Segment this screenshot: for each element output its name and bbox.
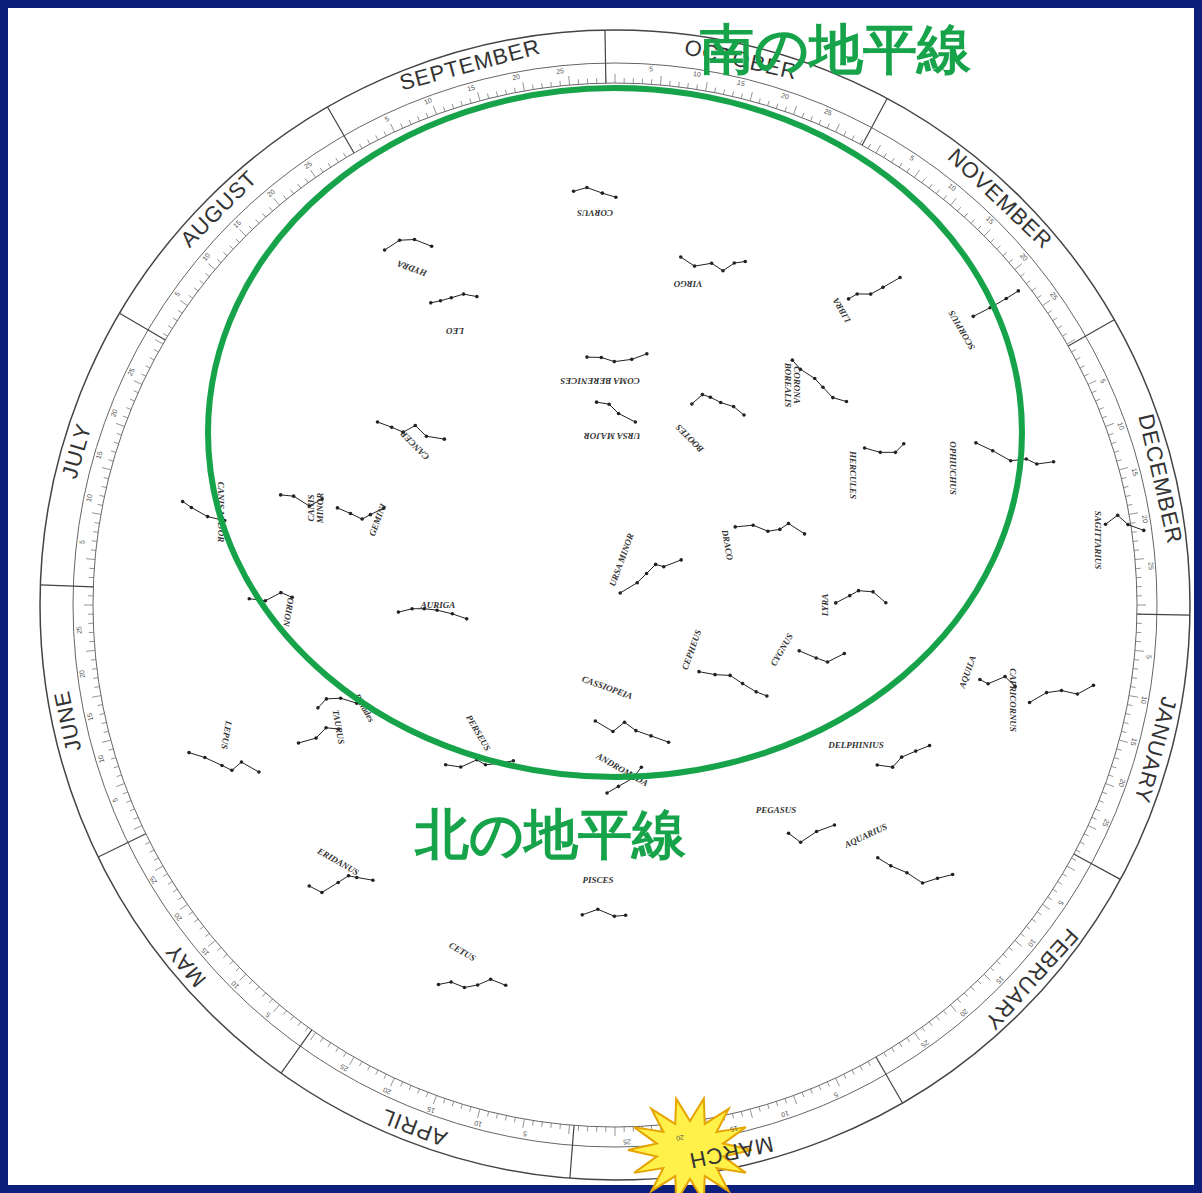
day-number: 25 [556,67,564,75]
day-number: 15 [86,712,94,721]
constellation-name: COMA BERENICES [560,376,639,385]
day-number: 5 [1146,655,1153,660]
date-ring [40,30,1190,1180]
day-number: 10 [1139,695,1147,704]
day-number: 20 [78,669,86,678]
constellation-name: AURIGA [421,601,456,610]
horizon-label: 南の地平線 [700,23,971,77]
constellation-name: CORVUS [577,208,613,217]
constellation-name: PEGASUS [756,806,797,815]
day-number: 5 [649,66,653,73]
day-number: 25 [623,1138,631,1145]
day-number: 5 [78,540,85,545]
constellation-name: SAGITTARIUS [1093,511,1102,570]
constellation-name: VIRGO [674,279,703,288]
day-number: 15 [729,1124,738,1133]
day-number: 25 [75,626,82,634]
horizon-label: 北の地平線 [415,808,686,862]
day-number: 20 [1141,514,1149,523]
constellation-name: PISCES [582,876,613,885]
constellation-name: CANIS MINOR [307,490,325,526]
constellation-name: CORONA BOREALIS [783,360,801,410]
horizon-window: 南の地平線北の地平線 [205,85,1025,780]
day-number: 10 [85,493,93,502]
constellation-figures [181,186,1146,990]
constellation-name: URSA MAJOR [584,431,640,440]
constellation-name: OPHIUCHUS [948,441,957,495]
constellation-name: LEO [446,326,464,335]
constellation-name: HERCULES [848,451,857,499]
constellation-name: LYRA [821,594,830,617]
horizon-ellipse [205,85,1025,780]
constellation-name: DELPHINIUS [828,741,884,750]
constellation-name: CAPRICORNUS [1008,668,1017,732]
day-number: 25 [1147,562,1155,570]
day-number: 20 [676,1134,685,1142]
